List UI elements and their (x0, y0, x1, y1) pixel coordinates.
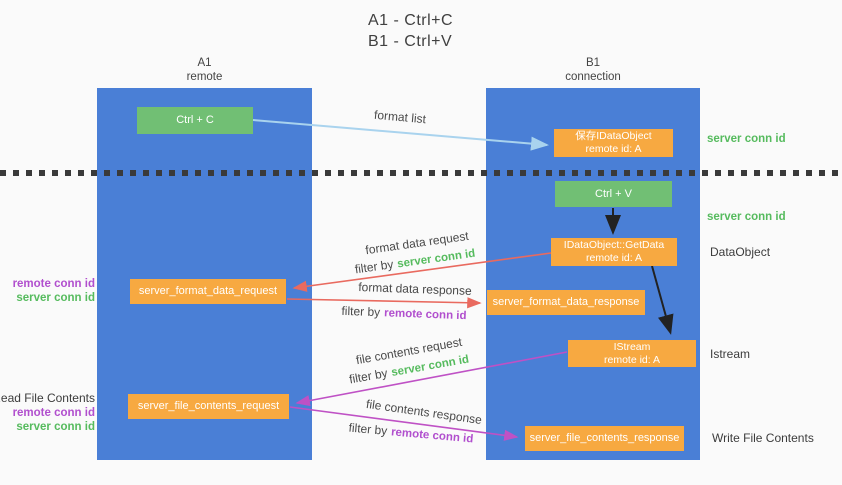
server-conn-id-left-2: server conn id (16, 420, 95, 433)
arrow-format-data-response (286, 297, 482, 309)
write-file-contents-label: Write File Contents (712, 431, 814, 445)
server-conn-id-left-1: server conn id (16, 291, 95, 304)
ctrl-c-label: Ctrl + C (176, 114, 214, 126)
remote-conn-id-left-2: remote conn id (12, 407, 95, 419)
conn-id-pair-1: remote conn id server conn id (13, 278, 95, 305)
column-header-b1: B1 connection (486, 56, 700, 84)
istream-side-label: Istream (710, 347, 751, 361)
save-idataobject-node: 保存IDataObject remote id: A (554, 129, 673, 157)
save-idataobject-line2: remote id: A (585, 143, 642, 155)
server-format-data-request-node: server_format_data_request (130, 279, 286, 304)
server-file-contents-response-label: server_file_contents_response (529, 432, 680, 444)
dataobject-side-label: DataObject (710, 245, 771, 259)
arrow-file-contents-response (289, 406, 519, 441)
column-b1-name: B1 (585, 57, 601, 69)
server-format-data-response-label: server_format_data_response (492, 296, 640, 308)
ctrl-v-label: Ctrl + V (595, 187, 632, 200)
server-conn-id-right-1: server conn id (707, 133, 786, 145)
getdata-line1: IDataObject::GetData (563, 239, 665, 251)
save-idataobject-line1: 保存IDataObject (575, 130, 652, 142)
filter-by-text: filter by (341, 303, 381, 320)
phase-divider-dotted-line (0, 170, 842, 176)
title-line-1: A1 - Ctrl+C (368, 12, 454, 29)
getdata-line2: remote id: A (585, 252, 643, 264)
istream-line1: IStream (613, 340, 651, 353)
ctrl-c-node: Ctrl + C (137, 107, 253, 134)
arrow-file-contents-request (295, 351, 568, 407)
server-conn-id-right-2: server conn id (707, 211, 786, 223)
column-a1-role: remote (186, 71, 223, 83)
diagram-title: A1 - Ctrl+C B1 - Ctrl+V (368, 10, 453, 52)
server-file-contents-response-node: server_file_contents_response (525, 426, 684, 451)
title-line-2: B1 - Ctrl+V (368, 33, 453, 50)
arrow-format-list (252, 119, 549, 151)
istream-line2: remote id: A (603, 353, 661, 366)
idataobject-getdata-node: IDataObject::GetData remote id: A (551, 238, 677, 266)
column-b1-role: connection (565, 71, 621, 83)
istream-node: IStream remote id: A (568, 340, 696, 367)
server-format-data-request-label: server_format_data_request (138, 285, 278, 297)
server-file-contents-request-node: server_file_contents_request (128, 394, 289, 419)
ctrl-v-node: Ctrl + V (555, 181, 672, 207)
read-file-contents-label: Read File Contents (0, 391, 95, 405)
arrow-format-data-request (292, 252, 552, 292)
column-a1-name: A1 (197, 57, 212, 69)
column-header-a1: A1 remote (97, 56, 312, 84)
server-file-contents-request-label: server_file_contents_request (137, 400, 280, 412)
conn-id-pair-2: remote conn id server conn id (13, 407, 95, 434)
remote-conn-id-left-1: remote conn id (12, 278, 95, 290)
arrow-getdata-to-istream (651, 265, 674, 335)
server-format-data-response-node: server_format_data_response (487, 290, 645, 315)
